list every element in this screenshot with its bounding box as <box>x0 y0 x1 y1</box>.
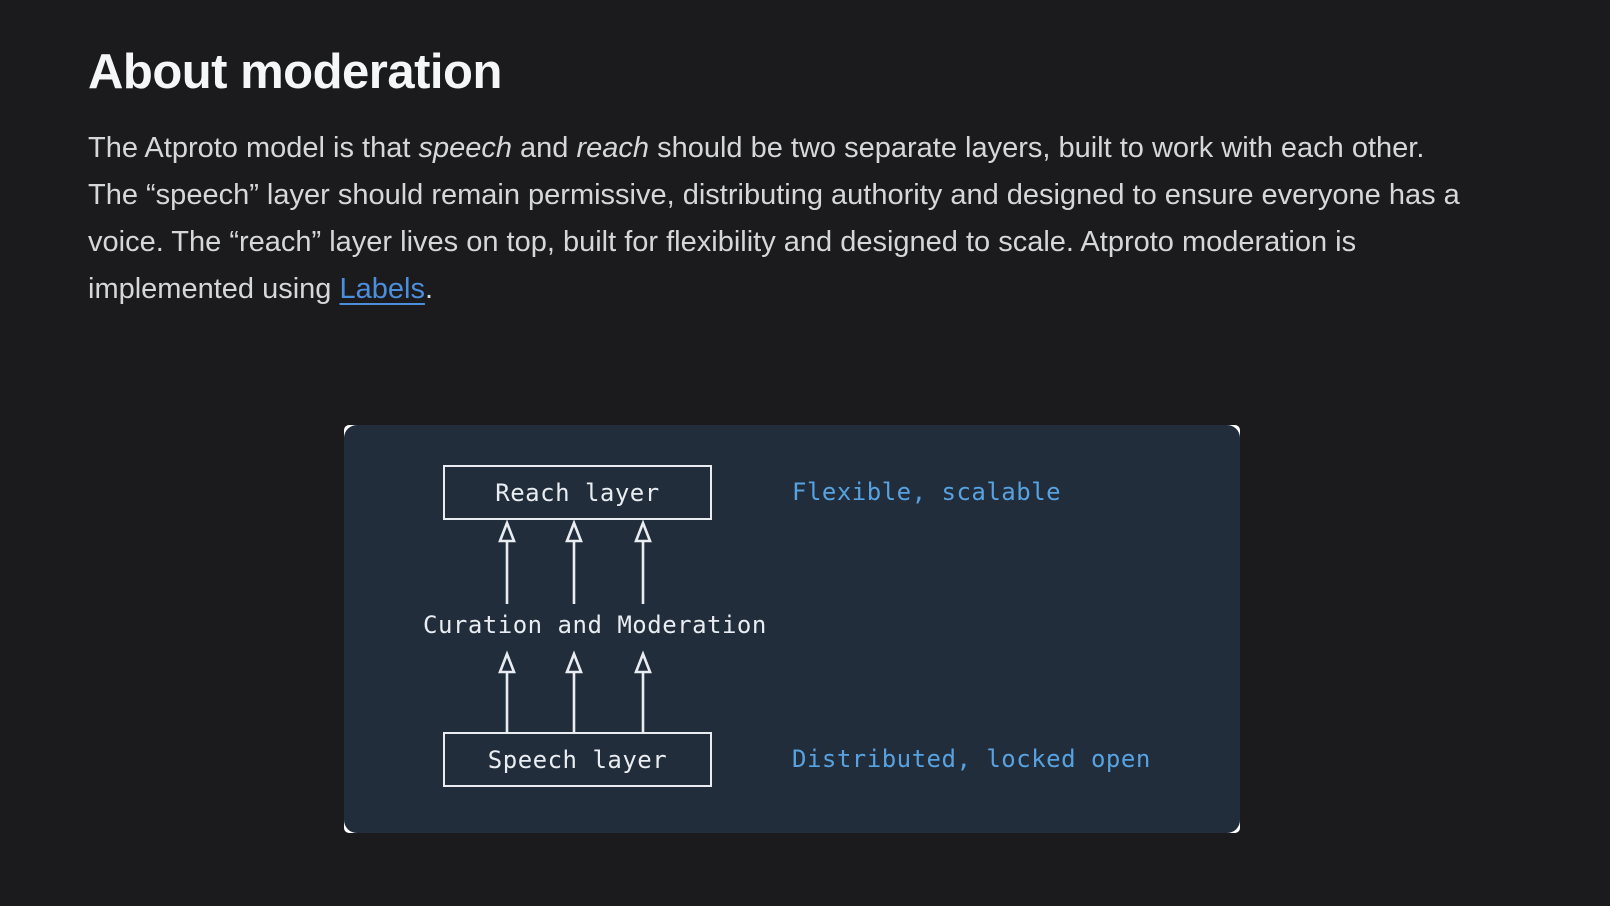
speech-layer-label: Speech layer <box>487 745 668 774</box>
diagram-panel: Reach layer Flexible, scalable Curation … <box>344 425 1240 833</box>
up-arrow-icon <box>498 650 516 732</box>
article-content: About moderation The Atproto model is th… <box>88 0 1518 313</box>
emphasized-text: speech <box>418 132 512 164</box>
moderation-layers-diagram: Reach layer Flexible, scalable Curation … <box>344 425 1240 833</box>
up-arrow-icon <box>634 519 652 604</box>
up-arrow-icon <box>565 519 583 604</box>
body-text: . <box>424 273 434 305</box>
body-text: should be two separate layers, built to … <box>88 132 1460 305</box>
reach-annotation: Flexible, scalable <box>792 478 1062 506</box>
body-text: and <box>511 132 577 164</box>
curation-moderation-label: Curation and Moderation <box>423 611 767 639</box>
up-arrow-icon <box>634 650 652 732</box>
page-title: About moderation <box>88 45 502 99</box>
labels-link[interactable]: Labels <box>339 273 425 305</box>
up-arrow-icon <box>498 519 516 604</box>
speech-layer-box: Speech layer <box>443 732 712 787</box>
intro-paragraph: The Atproto model is that speech and rea… <box>88 125 1460 313</box>
emphasized-text: reach <box>576 132 650 164</box>
reach-layer-box: Reach layer <box>443 465 712 520</box>
speech-annotation: Distributed, locked open <box>792 745 1151 773</box>
body-text: The Atproto model is that <box>88 132 419 164</box>
up-arrow-icon <box>565 650 583 732</box>
reach-layer-label: Reach layer <box>495 478 660 507</box>
